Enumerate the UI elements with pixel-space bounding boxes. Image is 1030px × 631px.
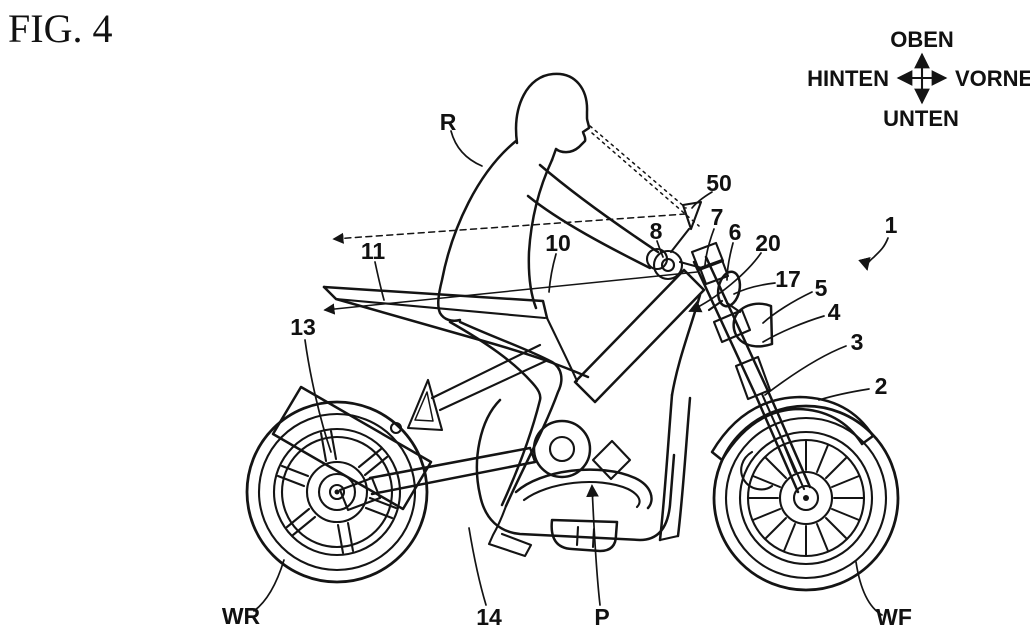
part-label-14: 14 (476, 604, 502, 630)
frame-tank (547, 270, 704, 402)
part-label-10: 10 (545, 230, 571, 256)
rider-head (516, 74, 589, 160)
leader-14 (469, 528, 486, 605)
part-label-13: 13 (290, 314, 316, 340)
part-label-17: 17 (775, 266, 801, 292)
leader-6 (727, 243, 733, 280)
compass-label-oben: OBEN (890, 27, 954, 52)
sight-lines (325, 126, 699, 310)
leader-11 (375, 262, 384, 300)
rear-view-mirror (671, 202, 701, 252)
part-label-P: P (594, 604, 609, 630)
part-label-5: 5 (815, 275, 828, 301)
compass-label-vorne: VORNE (955, 66, 1030, 91)
part-label-WR: WR (222, 603, 261, 629)
leader-3 (765, 346, 846, 395)
part-label-1: 1 (885, 212, 898, 238)
leader-R (451, 131, 482, 166)
compass-label-unten: UNTEN (883, 106, 959, 131)
part-label-8: 8 (650, 218, 663, 244)
rear-fender-plate (273, 387, 431, 509)
seat-tail (324, 287, 588, 377)
part-label-WF: WF (876, 604, 912, 630)
eye-to-mirror-line-lower (592, 133, 699, 226)
figure-title: FIG. 4 (8, 6, 112, 51)
part-label-R: R (440, 109, 457, 135)
leader-1 (867, 238, 888, 269)
part-label-3: 3 (851, 329, 864, 355)
part-label-2: 2 (875, 373, 888, 399)
part-label-50: 50 (706, 170, 732, 196)
compass-label-hinten: HINTEN (807, 66, 889, 91)
leader-20 (690, 253, 761, 311)
leader-2 (819, 389, 869, 400)
eye-to-mirror-line-upper (590, 126, 686, 208)
part-label-6: 6 (729, 219, 742, 245)
fork-guard (736, 357, 770, 399)
rider (438, 74, 658, 556)
part-label-11: 11 (361, 238, 386, 264)
part-label-20: 20 (755, 230, 781, 256)
part-label-7: 7 (711, 204, 724, 230)
direction-compass: OBEN UNTEN HINTEN VORNE (807, 27, 1030, 131)
subframe (391, 345, 548, 433)
leader-lines (254, 131, 888, 615)
part-label-4: 4 (828, 299, 841, 325)
radiator (660, 395, 690, 540)
